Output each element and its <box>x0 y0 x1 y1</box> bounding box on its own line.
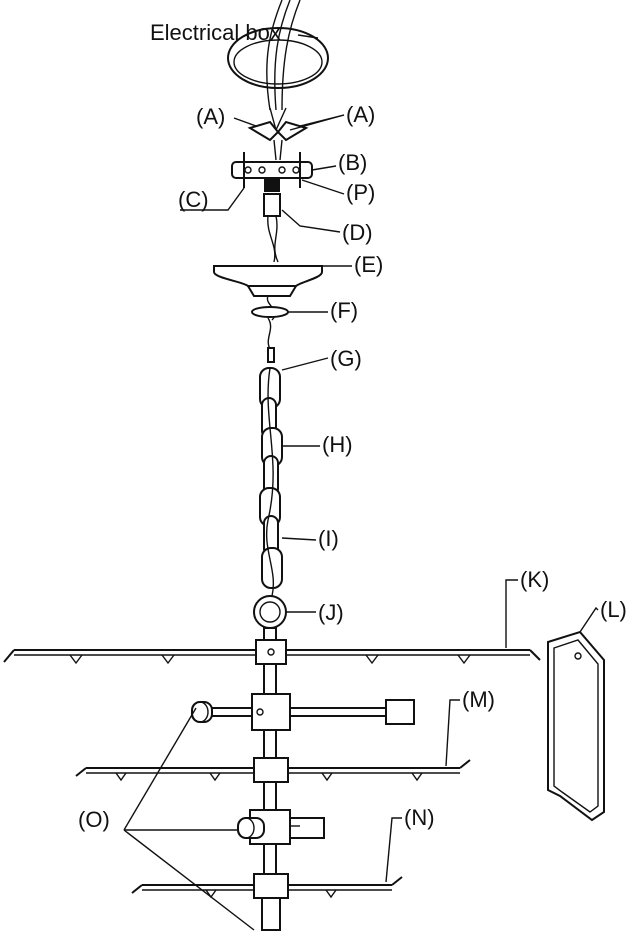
loop-ring <box>253 595 287 643</box>
leaders-o <box>123 707 255 931</box>
label-n: (N) <box>404 805 435 830</box>
bottom-finial <box>261 897 281 931</box>
label-l: (L) <box>600 597 627 622</box>
threaded-nipple <box>263 193 281 263</box>
mounting-crossbar <box>231 152 313 192</box>
leader-n <box>385 817 402 883</box>
middle-ring-arm <box>75 757 471 783</box>
canopy <box>213 265 323 321</box>
glass-panel <box>547 630 605 822</box>
leader-i <box>281 537 317 541</box>
leader-m <box>445 699 460 767</box>
collar-nut <box>251 306 289 318</box>
label-p: (P) <box>346 180 375 205</box>
leader-g <box>281 357 329 371</box>
label-m: (M) <box>462 687 495 712</box>
label-k: (K) <box>520 567 549 592</box>
leader-c <box>180 187 245 211</box>
label-c: (C) <box>178 187 209 212</box>
leader-b <box>311 165 337 171</box>
electrical-box-label: Electrical box <box>150 20 281 45</box>
leader-a-left <box>233 117 257 127</box>
label-f: (F) <box>330 298 358 323</box>
label-h: (H) <box>322 432 353 457</box>
chain <box>259 367 283 597</box>
label-j: (J) <box>318 600 344 625</box>
upper-light-arm <box>191 693 415 731</box>
label-a-left: (A) <box>196 104 225 129</box>
leader-k <box>505 579 518 648</box>
leader-p <box>301 179 345 195</box>
top-ring-arm <box>3 639 541 665</box>
leader-l <box>579 606 599 633</box>
label-i: (I) <box>318 526 339 551</box>
electrical-box-leader <box>297 34 319 39</box>
lower-light-arm <box>237 809 325 845</box>
label-o: (O) <box>78 807 110 832</box>
label-a-right: (A) <box>346 102 375 127</box>
leader-a-right-2 <box>289 114 345 131</box>
lead-wire <box>267 317 275 363</box>
label-b: (B) <box>338 150 367 175</box>
leader-d <box>281 209 341 233</box>
label-e: (E) <box>354 252 383 277</box>
bottom-ring-arm <box>131 873 403 899</box>
label-d: (D) <box>342 220 373 245</box>
wire-connectors <box>247 107 309 161</box>
electrical-box <box>227 0 329 111</box>
label-g: (G) <box>330 346 362 371</box>
